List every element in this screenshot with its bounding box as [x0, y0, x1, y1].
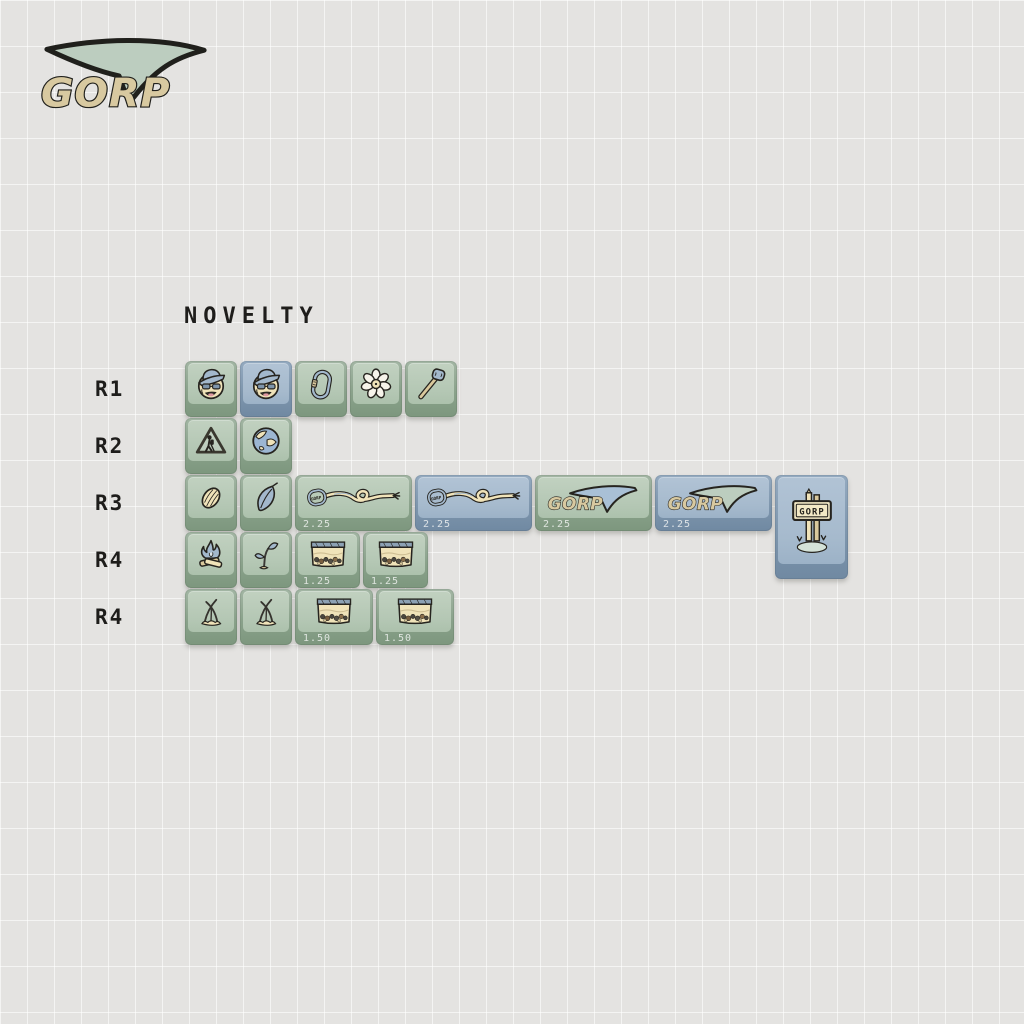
- keycap-top-face: GORP: [658, 477, 769, 518]
- marshmallow-stick-icon: [414, 367, 448, 401]
- trail-mix-bag-icon: [375, 539, 417, 570]
- key-size-legend: 2.25: [423, 519, 452, 530]
- key-size-legend: 2.25: [663, 519, 692, 530]
- trail-sign-icon: GORP: [789, 484, 835, 558]
- grass-icon: [194, 595, 228, 629]
- keycap-top-face: [188, 363, 234, 404]
- key-size-legend: 1.50: [384, 633, 413, 644]
- keycap-top-face: [243, 591, 289, 632]
- keycap-top-face: [408, 363, 454, 404]
- keycap-seedling: [240, 532, 292, 588]
- gorp-logo-icon: GORP: [667, 481, 761, 515]
- trail-mix-bag-icon: [307, 539, 349, 570]
- globe-icon: [249, 424, 283, 458]
- key-size-legend: 1.50: [303, 633, 332, 644]
- keycap-grass: [185, 589, 237, 645]
- svg-text:GORP: GORP: [547, 493, 602, 513]
- keycap-seed: [185, 475, 237, 531]
- logo-text: GORP: [41, 71, 170, 115]
- keycap-trail-mix-bag: 1.50: [295, 589, 373, 645]
- daisy-icon: [359, 367, 393, 401]
- svg-text:GORP: GORP: [310, 495, 322, 503]
- rope-knot-carabiner-icon: GORP: [425, 483, 523, 512]
- keycap-trail-mix-bag: 1.25: [363, 532, 428, 588]
- row-label: R4: [95, 605, 125, 629]
- camper-face-icon: [194, 367, 228, 401]
- seed-icon: [194, 481, 228, 515]
- keycap-grass: [240, 589, 292, 645]
- carabiner-icon: [304, 367, 338, 401]
- keycap-daisy: [350, 361, 402, 417]
- keycap-camper-face: [240, 361, 292, 417]
- section-title: NOVELTY: [184, 304, 319, 329]
- keycap-top-face: [366, 534, 425, 575]
- keycap-marshmallow-stick: [405, 361, 457, 417]
- keycap-top-face: [298, 534, 357, 575]
- keycap-top-face: [298, 591, 370, 632]
- gorp-logo: GORP: [38, 30, 216, 119]
- keycap-top-face: [298, 363, 344, 404]
- svg-text:GORP: GORP: [667, 493, 722, 513]
- grass-icon: [249, 595, 283, 629]
- camper-face-icon: [249, 367, 283, 401]
- keycap-rope-knot-carabiner: GORP 2.25: [415, 475, 532, 531]
- keycap-gorp-logo: GORP 2.25: [655, 475, 772, 531]
- keycap-top-face: GORP: [538, 477, 649, 518]
- keycap-globe: [240, 418, 292, 474]
- keycap-top-face: [243, 477, 289, 518]
- row-label: R1: [95, 377, 125, 401]
- campfire-icon: [194, 538, 228, 572]
- leaf-icon: [249, 481, 283, 515]
- keycap-top-face: [188, 420, 234, 461]
- row-label: R3: [95, 491, 125, 515]
- keycap-top-face: GORP: [778, 477, 845, 564]
- trail-mix-bag-icon: [310, 596, 358, 627]
- keycap-carabiner: [295, 361, 347, 417]
- row-label: R4: [95, 548, 125, 572]
- svg-text:GORP: GORP: [430, 495, 442, 503]
- seedling-icon: [249, 538, 283, 572]
- key-size-legend: 2.25: [303, 519, 332, 530]
- rope-knot-carabiner-icon: GORP: [305, 483, 403, 512]
- keycap-trail-mix-bag: 1.50: [376, 589, 454, 645]
- keycap-top-face: [353, 363, 399, 404]
- keycap-top-face: GORP: [418, 477, 529, 518]
- gorp-logo-icon: GORP: [547, 481, 641, 515]
- gorp-swoosh-icon: GORP: [40, 38, 207, 118]
- trail-mix-bag-icon: [391, 596, 439, 627]
- key-size-legend: 1.25: [303, 576, 332, 587]
- keycap-top-face: [243, 420, 289, 461]
- keycap-gorp-logo: GORP 2.25: [535, 475, 652, 531]
- hiker-warning-sign-icon: [194, 424, 228, 458]
- keycap-leaf: [240, 475, 292, 531]
- keycap-trail-mix-bag: 1.25: [295, 532, 360, 588]
- keycap-campfire: [185, 532, 237, 588]
- keycap-top-face: [188, 477, 234, 518]
- keycap-top-face: [243, 363, 289, 404]
- keycap-top-face: [243, 534, 289, 575]
- keycap-top-face: GORP: [298, 477, 409, 518]
- keycap-camper-face: [185, 361, 237, 417]
- keycap-hiker-warning-sign: [185, 418, 237, 474]
- keycap-top-face: [379, 591, 451, 632]
- keycap-top-face: [188, 591, 234, 632]
- svg-text:GORP: GORP: [799, 507, 825, 517]
- keycap-trail-sign-tall: GORP: [775, 475, 848, 579]
- key-size-legend: 1.25: [371, 576, 400, 587]
- keycap-top-face: [188, 534, 234, 575]
- row-label: R2: [95, 434, 125, 458]
- key-size-legend: 2.25: [543, 519, 572, 530]
- keycap-rope-knot-carabiner: GORP 2.25: [295, 475, 412, 531]
